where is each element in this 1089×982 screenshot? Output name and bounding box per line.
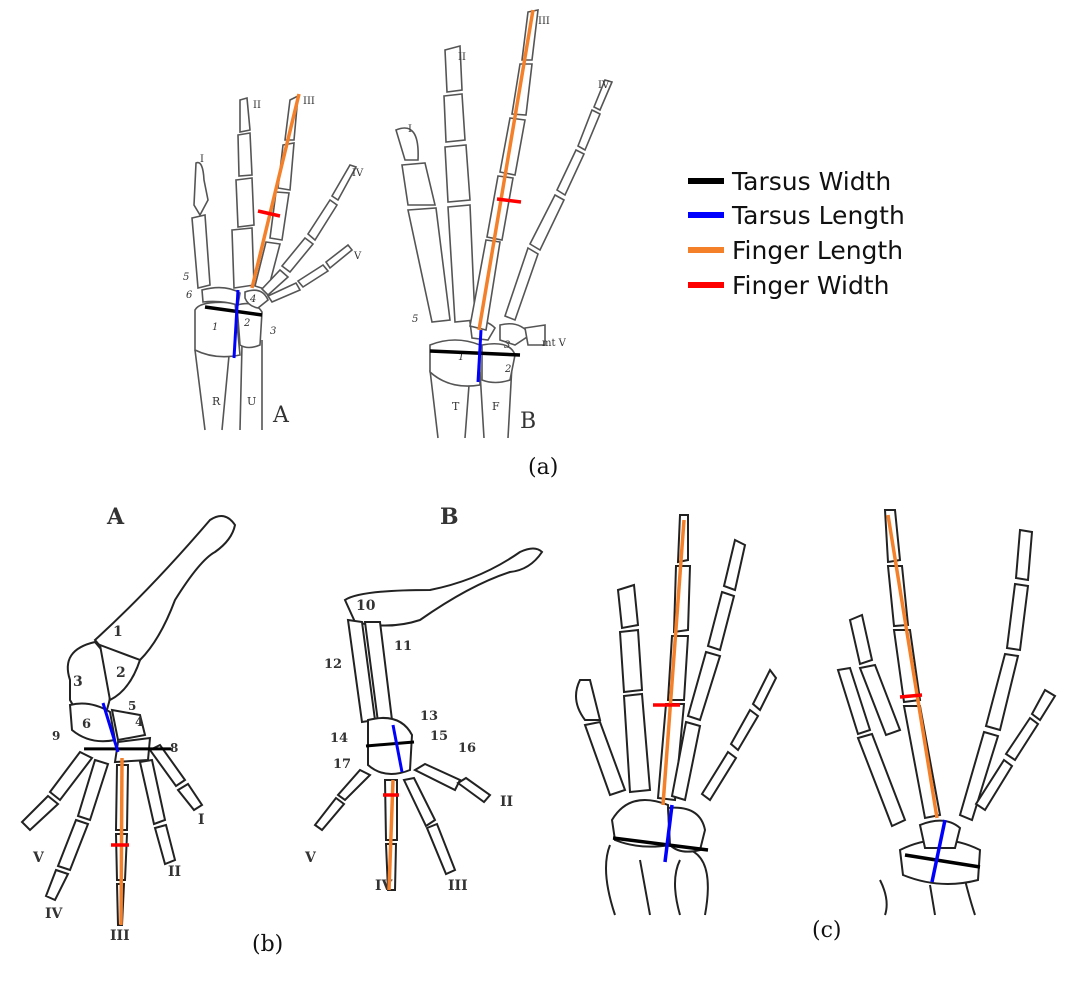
svg-text:V: V — [304, 850, 317, 866]
svg-text:V: V — [353, 251, 362, 262]
legend-swatch-black — [688, 178, 724, 184]
svg-text:II: II — [253, 100, 261, 111]
svg-text:R: R — [212, 395, 221, 408]
svg-text:5: 5 — [128, 699, 136, 713]
svg-text:III: III — [448, 878, 468, 894]
svg-text:3: 3 — [73, 674, 83, 690]
svg-text:I: I — [408, 124, 412, 135]
svg-text:I: I — [200, 154, 204, 165]
svg-text:2: 2 — [243, 318, 250, 329]
svg-text:II: II — [168, 864, 181, 880]
svg-text:I: I — [198, 812, 205, 828]
caption-b: (b) — [252, 932, 283, 957]
caption-c: (c) — [812, 918, 842, 943]
svg-text:II: II — [500, 794, 513, 810]
svg-text:U: U — [247, 395, 256, 408]
svg-text:10: 10 — [356, 598, 376, 614]
svg-text:T: T — [452, 400, 460, 413]
svg-text:9: 9 — [52, 729, 60, 743]
svg-text:15: 15 — [430, 729, 448, 744]
legend-label: Tarsus Width — [732, 167, 891, 196]
svg-text:2: 2 — [504, 364, 511, 375]
hand-c-right-drawing — [838, 510, 1055, 915]
caption-a: (a) — [528, 455, 558, 480]
svg-text:8: 8 — [170, 741, 178, 755]
svg-text:6: 6 — [82, 717, 91, 732]
legend-item-finger-width: Finger Width — [688, 268, 889, 302]
legend-item-tarsus-length: Tarsus Length — [688, 198, 905, 232]
svg-text:F: F — [492, 400, 500, 413]
svg-text:A: A — [106, 504, 125, 530]
svg-text:IV: IV — [598, 80, 610, 91]
svg-text:V: V — [32, 850, 45, 866]
svg-text:4: 4 — [249, 294, 256, 305]
legend-label: Finger Length — [732, 236, 903, 265]
svg-text:11: 11 — [394, 639, 412, 654]
hand-b-b-drawing: B 10 11 12 13 14 15 16 17 V IV III II — [304, 504, 542, 894]
svg-text:4: 4 — [135, 715, 143, 729]
svg-text:1: 1 — [113, 624, 123, 640]
svg-text:B: B — [520, 409, 536, 434]
legend-label: Finger Width — [732, 271, 889, 300]
svg-text:III: III — [110, 928, 130, 944]
panel-b-illustration: A 1 2 3 4 5 6 8 9 V IV III II I B — [0, 480, 560, 945]
svg-text:III: III — [303, 96, 315, 107]
svg-text:13: 13 — [420, 709, 438, 724]
svg-text:3: 3 — [504, 340, 510, 351]
svg-text:mt V: mt V — [542, 338, 567, 349]
svg-text:12: 12 — [324, 657, 342, 672]
svg-text:III: III — [538, 16, 550, 27]
svg-text:5: 5 — [412, 314, 418, 325]
panel-c-illustration — [560, 500, 1089, 930]
svg-text:II: II — [458, 52, 466, 63]
legend-item-tarsus-width: Tarsus Width — [688, 164, 891, 198]
svg-text:1: 1 — [212, 322, 218, 333]
legend-swatch-red — [688, 282, 724, 288]
legend-swatch-blue — [688, 212, 724, 218]
panel-a-illustration: I II III IV V 5 6 1 2 3 4 R U A I II — [150, 0, 630, 445]
svg-text:IV: IV — [352, 168, 364, 179]
svg-text:2: 2 — [116, 665, 126, 681]
svg-text:B: B — [440, 504, 459, 530]
hand-b-drawing: I II III IV 5 1 2 3 mt V T F B — [396, 10, 612, 438]
svg-text:16: 16 — [458, 741, 476, 756]
legend-item-finger-length: Finger Length — [688, 233, 903, 267]
svg-text:A: A — [272, 403, 290, 428]
svg-text:IV: IV — [45, 906, 64, 922]
legend-swatch-orange — [688, 247, 724, 253]
svg-text:17: 17 — [333, 757, 351, 772]
svg-text:6: 6 — [186, 290, 193, 301]
svg-text:5: 5 — [183, 272, 189, 283]
hand-b-a-drawing: A 1 2 3 4 5 6 8 9 V IV III II I — [22, 504, 235, 944]
hand-a-drawing: I II III IV V 5 6 1 2 3 4 R U A — [183, 94, 364, 430]
legend-label: Tarsus Length — [732, 201, 905, 230]
hand-c-left-drawing — [576, 515, 776, 915]
svg-text:14: 14 — [330, 731, 348, 746]
svg-text:3: 3 — [270, 326, 276, 337]
